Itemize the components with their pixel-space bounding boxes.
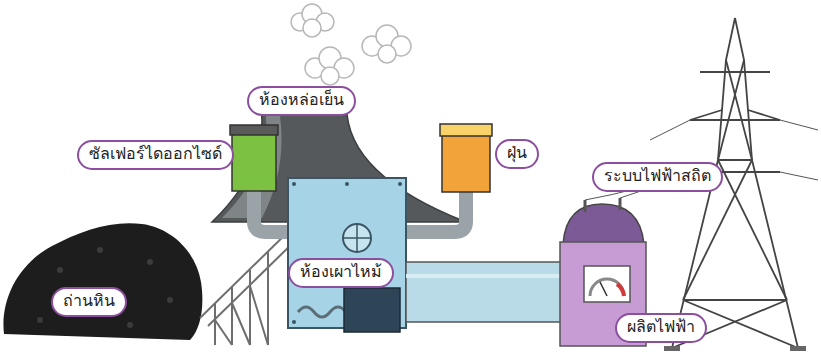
steam-cloud bbox=[291, 4, 411, 85]
pylon-arm bbox=[700, 71, 770, 73]
part-label: ผลิตไฟฟ้า bbox=[615, 313, 707, 343]
coal-lump bbox=[127, 322, 133, 328]
part-label: ห้องเผาไหม้ bbox=[288, 258, 394, 288]
coal-lump bbox=[57, 267, 63, 273]
conveyor-brace bbox=[232, 303, 250, 345]
pylon-arm bbox=[690, 119, 780, 121]
pylon-feet bbox=[664, 346, 806, 351]
wire bbox=[650, 120, 690, 140]
gauge-scale bbox=[590, 279, 624, 296]
pylon-leg bbox=[735, 18, 798, 348]
pylon-brace bbox=[718, 160, 787, 300]
part-label: ระบบไฟฟ้าสถิต bbox=[592, 162, 723, 192]
label-text: ฝุ่น bbox=[507, 143, 527, 164]
label-text: ซัลเฟอร์ไดออกไซด์ bbox=[89, 144, 222, 165]
coal-lump bbox=[167, 297, 173, 303]
label-text: ถ่านหิน bbox=[63, 291, 115, 312]
coal-lump bbox=[147, 259, 153, 265]
fan bbox=[343, 224, 371, 252]
coal-texture bbox=[37, 247, 173, 328]
conveyor-leg bbox=[231, 287, 233, 345]
feed-hose bbox=[298, 307, 346, 317]
rivet bbox=[292, 182, 296, 186]
conveyor-brace bbox=[250, 286, 268, 345]
burner-unit bbox=[344, 288, 400, 332]
conveyor-rail bbox=[208, 238, 298, 326]
conveyor-rail bbox=[200, 228, 292, 318]
conveyor-leg bbox=[214, 304, 216, 345]
part-label: ห้องหล่อเย็น bbox=[247, 86, 356, 116]
steam-puff bbox=[321, 67, 339, 85]
conveyor bbox=[200, 228, 298, 345]
wire bbox=[780, 172, 818, 180]
coal-pile bbox=[3, 223, 202, 340]
gauge-red-zone bbox=[617, 284, 624, 296]
pylon-foot bbox=[790, 346, 806, 351]
sulfur-filter bbox=[232, 133, 276, 191]
filter-cap bbox=[230, 125, 278, 135]
dust-filter bbox=[442, 134, 490, 192]
insulator bbox=[584, 200, 587, 212]
label-text: ระบบไฟฟ้าสถิต bbox=[604, 166, 711, 187]
wire bbox=[780, 120, 818, 130]
part-label: ฝุ่น bbox=[495, 139, 539, 169]
label-text: ผลิตไฟฟ้า bbox=[627, 317, 695, 338]
label-text: ห้องเผาไหม้ bbox=[300, 262, 382, 283]
filter-cap bbox=[440, 124, 492, 136]
rivet bbox=[292, 320, 296, 324]
fan-blade bbox=[343, 224, 371, 252]
gauge bbox=[584, 266, 630, 302]
pylon-foot bbox=[664, 346, 680, 351]
exhaust-pipe bbox=[254, 190, 292, 232]
generator-dome bbox=[563, 204, 644, 244]
conveyor-leg bbox=[249, 270, 251, 345]
rivet bbox=[345, 182, 349, 186]
insulator bbox=[619, 198, 622, 210]
conveyor-brace bbox=[215, 320, 232, 345]
steam-tube bbox=[406, 262, 564, 322]
part-label: ถ่านหิน bbox=[51, 287, 127, 317]
exhaust-pipe bbox=[404, 192, 466, 232]
pylon-brace bbox=[748, 110, 780, 120]
gauge-needle bbox=[600, 282, 607, 296]
pylon-brace bbox=[690, 110, 722, 120]
coal-lump bbox=[37, 317, 43, 323]
conveyor-leg bbox=[267, 252, 269, 345]
steam-puff bbox=[378, 45, 396, 63]
pylon-brace bbox=[718, 159, 752, 161]
tube-highlight bbox=[406, 274, 564, 278]
rivet bbox=[398, 182, 402, 186]
part-label: ซัลเฟอร์ไดออกไซด์ bbox=[77, 140, 234, 170]
coal-lump bbox=[97, 247, 103, 253]
pylon-brace bbox=[683, 299, 787, 301]
power-wires bbox=[585, 120, 818, 200]
label-text: ห้องหล่อเย็น bbox=[259, 90, 344, 111]
steam-puff bbox=[303, 19, 321, 37]
